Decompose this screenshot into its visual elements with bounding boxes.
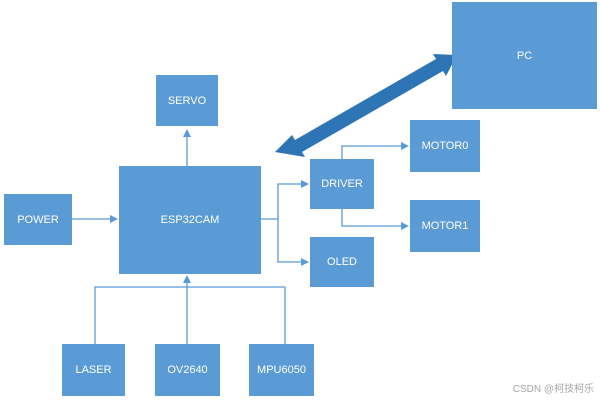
motor1-label: MOTOR1 — [421, 220, 469, 232]
oled-node: OLED — [310, 237, 374, 287]
pc-label: PC — [516, 49, 533, 62]
edge-laser-bus — [94, 286, 286, 344]
arrowhead-motor0 — [401, 142, 409, 150]
ov2640-node: OV2640 — [155, 344, 220, 396]
pc-node: PC — [452, 2, 597, 109]
power-node: POWER — [4, 194, 72, 245]
edge-driver-motor1 — [341, 209, 401, 227]
laser-node: LASER — [62, 344, 125, 396]
motor0-label: MOTOR0 — [421, 140, 469, 152]
arrowhead-motor1 — [401, 222, 409, 230]
servo-label: SERVO — [167, 94, 207, 107]
arrowhead-power-esp32cam — [110, 215, 118, 223]
laser-label: LASER — [75, 364, 112, 376]
mpu6050-node: MPU6050 — [249, 344, 314, 396]
driver-node: DRIVER — [310, 159, 374, 209]
servo-node: SERVO — [156, 75, 218, 126]
ov2640-label: OV2640 — [167, 364, 208, 376]
esp32cam-node: ESP32CAM — [119, 166, 261, 274]
power-label: POWER — [17, 213, 59, 226]
edge-esp32cam-oled — [277, 219, 301, 263]
oled-label: OLED — [327, 256, 357, 268]
esp32cam-label: ESP32CAM — [160, 214, 220, 226]
mpu6050-label: MPU6050 — [257, 364, 306, 376]
motor1-node: MOTOR1 — [410, 200, 480, 252]
watermark: CSDN @柯技柯乐 — [512, 384, 594, 395]
edge-driver-motor0 — [341, 145, 401, 159]
driver-label: DRIVER — [321, 178, 363, 190]
arrowhead-oled — [301, 258, 309, 266]
arrowhead-servo — [183, 129, 191, 137]
arrowhead-esp32cam-bottom — [183, 275, 191, 283]
arrowhead-driver — [301, 180, 309, 188]
wireless-double-arrow — [275, 54, 457, 157]
motor0-node: MOTOR0 — [410, 120, 480, 172]
edge-esp32cam-branch — [261, 183, 301, 220]
